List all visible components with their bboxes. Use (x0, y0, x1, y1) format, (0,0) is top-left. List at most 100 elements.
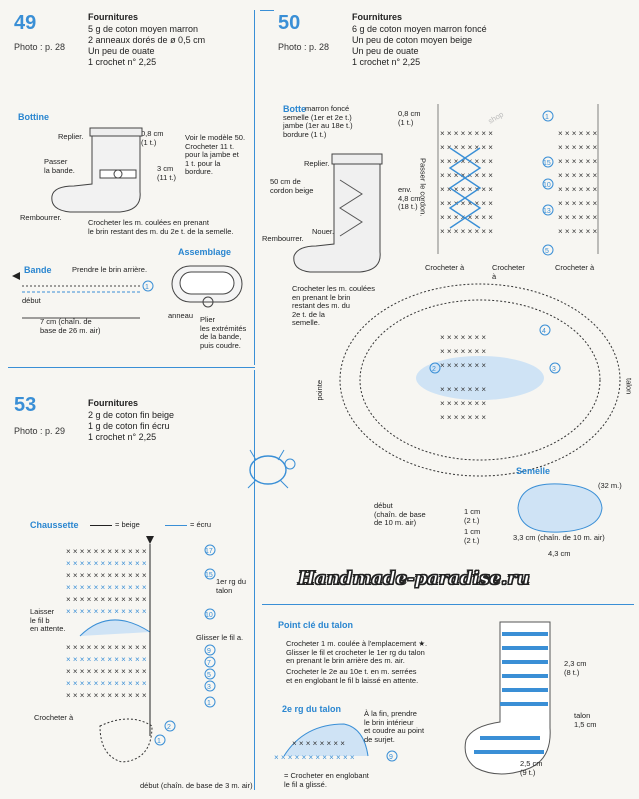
label-pointe: pointe (315, 380, 324, 401)
note-botte: marron foncé semelle (1er et 2e t.) jamb… (283, 104, 353, 139)
svg-text:× × × × × × × × × × × ×: × × × × × × × × × × × × (66, 595, 147, 604)
svg-text:× × × × × × × × × × × ×: × × × × × × × × × × × × (66, 655, 147, 664)
divider-vertical-top (254, 10, 255, 365)
legend-beige-line (90, 525, 112, 526)
dim-32m: (32 m.) (598, 481, 622, 490)
chaussette-drawing (464, 621, 551, 775)
row-label-10: 10 (205, 612, 213, 619)
svg-text:× × × × × ×: × × × × × × (558, 213, 597, 222)
dim-48-50: env. 4,8 cm (18 t.) (398, 185, 421, 211)
svg-text:× × × × × × ×: × × × × × × × (440, 333, 486, 342)
dim-bande: 7 cm (chaîn. de base de 26 m. air) (40, 317, 101, 335)
label-rembourrer-50: Rembourrer. (262, 234, 304, 243)
botte-drawing (293, 153, 383, 273)
row-label-3: 3 (207, 684, 211, 691)
svg-text:× × × × × × × × × × × ×: × × × × × × × × × × × × (66, 583, 147, 592)
legend-beige: = beige (115, 520, 140, 529)
row-label-4-sole: 4 (542, 328, 546, 335)
divider-vertical-bottom (254, 370, 255, 790)
label-passer-bande: Passer la bande. (44, 157, 75, 175)
svg-text:× × × × × × × × × × × ×: × × × × × × × × × × × × (66, 607, 147, 616)
label-nouer: Nouer. (312, 227, 335, 236)
section-title-bande: Bande (24, 265, 52, 275)
svg-text:× × × × × × × × × × × ×: × × × × × × × × × × × × (66, 547, 147, 556)
svg-text:× × × × × × × ×: × × × × × × × × (440, 129, 493, 138)
dim-23cm: 2,3 cm (8 t.) (564, 659, 587, 677)
dim-3cm-49: 3 cm (11 t.) (157, 164, 177, 182)
svg-text:× × × × × × ×: × × × × × × × (440, 399, 486, 408)
photo-ref-49: Photo : p. 28 (14, 42, 66, 52)
row-label-1-bande: 1 (145, 284, 149, 291)
bottine-drawing (51, 127, 143, 213)
svg-text:× × × × × × × × × × × ×: × × × × × × × × × × × × (66, 643, 147, 652)
svg-text:× × × × × × × × × × × ×: × × × × × × × × × × × × (66, 559, 147, 568)
label-replier-50: Replier. (304, 159, 330, 168)
label-debut-53: début (chaîn. de base de 3 m. air) (140, 781, 253, 790)
label-talon-50: talon (624, 378, 634, 395)
svg-text:× × × × × × × × × × × ×: × × × × × × × × × × × × (274, 753, 355, 762)
row-label-7: 7 (207, 660, 211, 667)
label-debut-49: début (22, 296, 41, 305)
row-label-9-talon: 9 (389, 754, 393, 761)
legend-ecru: = écru (190, 520, 212, 529)
dim-43cm: 4,3 cm (548, 549, 571, 558)
row-label-2: 2 (167, 724, 171, 731)
label-glisser-fil: Glisser le fil a. (196, 633, 244, 642)
dim-1cm-b: 1 cm (2 t.) (464, 527, 481, 545)
row-label-10-botte: 10 (543, 182, 551, 189)
label-crocheter-a-53: Crocheter à (34, 713, 74, 722)
row-label-5-botte: 5 (545, 248, 549, 255)
row-label-1-botte: 1 (545, 114, 549, 121)
fournitures-title-50: Fournitures (352, 12, 403, 22)
label-anneau: anneau (168, 311, 194, 320)
fournitures-list-49: 5 g de coton moyen marron 2 anneaux doré… (88, 24, 206, 67)
svg-text:× × × × × × × × × × × ×: × × × × × × × × × × × × (66, 667, 147, 676)
label-first-rg-talon: 1er rg du talon (216, 577, 247, 595)
dim-25cm: 2,5 cm (9 t.) (520, 759, 543, 777)
label-crocheter-a-3: Crocheter à (555, 263, 595, 272)
section-title-point-cle: Point clé du talon (278, 620, 354, 630)
row-label-2-sole: 2 (432, 366, 436, 373)
note-crocheter-50: Crocheter les m. coulées en prenant le b… (292, 284, 375, 327)
divider-horizontal-bottom (262, 604, 634, 605)
chaussette-chart: × × × × × × × × × × × × × × × × × × × × … (66, 536, 216, 763)
watermark-text: Handmade-paradise.ru (298, 568, 531, 590)
svg-text:× × × × × × ×: × × × × × × × (440, 413, 486, 422)
svg-text:× × × × × ×: × × × × × × (558, 143, 597, 152)
label-crocheter-a-1: Crocheter à (425, 263, 465, 272)
botte-leg-chart: × × × × × × × × × × × × × × × × × × × × … (437, 104, 599, 256)
row-label-5: 5 (207, 672, 211, 679)
turtle-decoration (247, 449, 296, 489)
row-label-9: 9 (207, 648, 211, 655)
fournitures-list-50: 6 g de coton moyen marron foncé Un peu d… (352, 24, 487, 67)
svg-text:× × × × × × × ×: × × × × × × × × (440, 171, 493, 180)
row-label-1b: 1 (157, 738, 161, 745)
fournitures-list-53: 2 g de coton fin beige 1 g de coton fin … (88, 410, 175, 442)
svg-text:× × × × × ×: × × × × × × (558, 129, 597, 138)
label-passer-cordon: Passer le cordon. (418, 158, 428, 217)
svg-text:× × × × × × × ×: × × × × × × × × (440, 227, 493, 236)
row-label-13-botte: 13 (543, 208, 551, 215)
fournitures-title-49: Fournitures (88, 12, 139, 22)
svg-text:× × × × × ×: × × × × × × (558, 227, 597, 236)
label-plier: Plier les extrémités de la bande, puis c… (200, 315, 247, 350)
note-voir-modele: Voir le modèle 50. Crocheter 11 t. pour … (185, 133, 246, 176)
photo-ref-50: Photo : p. 28 (278, 42, 330, 52)
note-crocheter-49: Crocheter les m. coulées en prenant le b… (88, 218, 234, 236)
bande-chart: 1 (12, 272, 154, 319)
section-title-semelle: Semelle (516, 466, 551, 476)
svg-text:× × × × × × ×: × × × × × × × (440, 347, 486, 356)
label-rembourrer-49: Rembourrer. (20, 213, 62, 222)
label-cordon: 50 cm de cordon beige (270, 177, 314, 195)
pattern-number-53: 53 (14, 394, 37, 416)
pattern-number-49: 49 (14, 12, 37, 34)
svg-text:× × × × × × ×: × × × × × × × (440, 385, 486, 394)
note-englobant: = Crocheter en englobant le fil a glissé… (284, 771, 369, 789)
svg-text:× × × × × × × × × × × ×: × × × × × × × × × × × × (66, 691, 147, 700)
legend-ecru-line (165, 525, 187, 526)
section-title-bottine: Bottine (18, 112, 49, 122)
svg-text:× × × × × × × ×: × × × × × × × × (292, 739, 345, 748)
svg-text:× × × × × × × ×: × × × × × × × × (440, 143, 493, 152)
svg-text:× × × × × × × × × × × ×: × × × × × × × × × × × × (66, 571, 147, 580)
row-label-17: 17 (205, 548, 213, 555)
